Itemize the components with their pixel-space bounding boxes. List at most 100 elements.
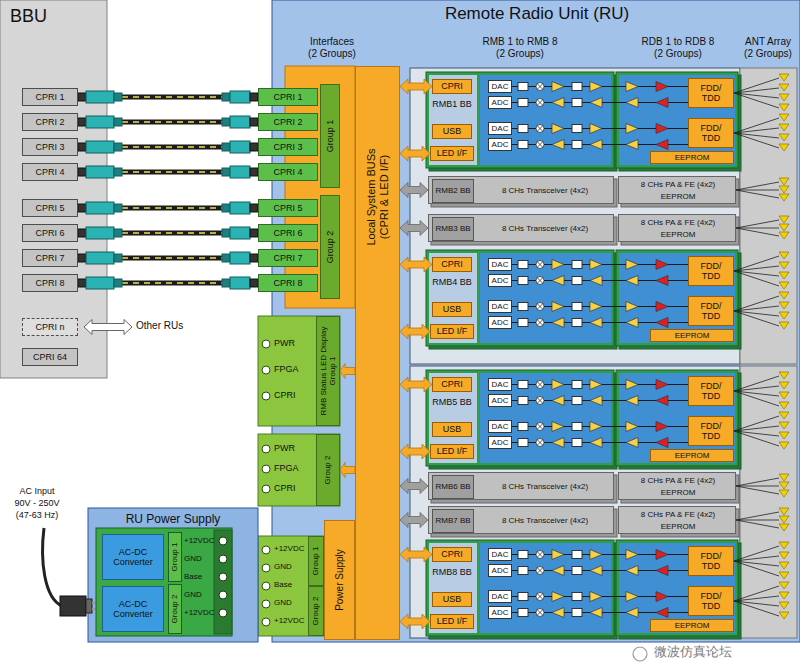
antenna-feed — [736, 486, 779, 494]
rotated-text: Group 2 — [311, 587, 320, 635]
power-supply-bus: Power Supply — [324, 520, 355, 640]
rdb-board: 8 CHs PA & FE (4x2)EEPROM — [618, 176, 736, 204]
frontend-area — [619, 543, 735, 633]
mixer-cross — [537, 610, 543, 616]
amplifier-symbol — [590, 608, 602, 618]
mixer-cross — [537, 552, 543, 558]
node-text: 8 CHs Transceiver (4x2) — [479, 516, 611, 525]
node-text: Group 2 — [323, 436, 332, 504]
rmb-board: RMB8 BBCPRIDACADCDACADCUSBLED I/F — [428, 542, 614, 634]
antenna-symbol — [779, 74, 789, 81]
indicator-dot — [262, 600, 270, 608]
antenna-symbol — [779, 542, 789, 549]
frontend-area — [619, 253, 735, 343]
eeprom-chip: EEPROM — [650, 449, 734, 462]
node-text: ADC — [491, 608, 509, 617]
rotated-text: Power Supply — [334, 522, 346, 638]
node-text: Remote Radio Unit (RU) — [362, 4, 712, 24]
mixer-cross — [537, 382, 543, 388]
amplifier-symbol — [626, 140, 638, 150]
fiber-boot — [114, 143, 122, 151]
node-text: USB — [435, 594, 469, 604]
cable-plug — [250, 204, 258, 212]
antenna-feed — [734, 118, 779, 133]
amplifier-symbol — [626, 566, 638, 576]
cable-plug — [78, 143, 86, 151]
bus-arrow — [400, 183, 428, 198]
power-supply-panel-fill — [88, 508, 258, 642]
fiber-connector — [86, 202, 114, 214]
antenna-feed — [734, 386, 779, 391]
cable-plug — [78, 254, 86, 262]
group-strip: Group 2 — [168, 584, 182, 634]
filter-symbol — [518, 609, 528, 617]
baseband-chip: RMB6 BB — [432, 475, 474, 499]
node-text: Group 2 — [325, 197, 335, 297]
node-text: BBU — [10, 6, 80, 27]
antenna-feed — [734, 426, 779, 431]
mixer-symbol — [536, 261, 544, 269]
indicator-dot — [262, 546, 270, 554]
node-text: +12VDC — [184, 608, 216, 617]
mixer-cross — [537, 594, 543, 600]
mixer-symbol — [536, 381, 544, 389]
rotated-text: RMB Status LED DisplayGroup 1 — [319, 318, 337, 424]
filter-symbol — [572, 319, 582, 327]
antenna-feed — [734, 416, 779, 431]
duplexer: FDD/ TDD — [688, 296, 734, 326]
filter-symbol — [572, 99, 582, 107]
antenna-symbol — [779, 382, 789, 389]
usb-chip: USB — [432, 124, 472, 139]
filter-symbol — [518, 423, 528, 431]
node-text: FPGA — [274, 364, 314, 374]
adc-chip: ADC — [488, 564, 512, 577]
led-display-fill — [258, 434, 340, 506]
antenna-symbol — [779, 224, 789, 231]
eeprom-chip: EEPROM — [650, 151, 734, 164]
group-strip: Group 1 — [168, 532, 182, 582]
power-amplifier-symbol — [656, 396, 668, 406]
fiber-boot — [222, 118, 230, 126]
bus-arrow — [340, 463, 355, 478]
bus-arrow — [400, 547, 432, 562]
antenna-feed — [734, 306, 779, 311]
dac-chip: DAC — [488, 258, 512, 271]
fiber-boot — [114, 93, 122, 101]
indicator-dot — [262, 582, 270, 590]
antenna-symbol — [779, 94, 789, 101]
cpri-chip: CPRI — [432, 547, 472, 562]
mixer-cross — [537, 278, 543, 284]
cable-plug — [78, 229, 86, 237]
bus-arrow — [400, 221, 428, 236]
adc-chip: ADC — [488, 138, 512, 151]
watermark: 微波仿真论坛 — [654, 645, 794, 660]
transceiver-area — [480, 253, 611, 343]
group-strip: RMB Status LED DisplayGroup 1 — [316, 316, 340, 426]
antenna-symbol — [779, 232, 789, 239]
terminal-screw — [219, 591, 227, 599]
rotated-text: Group 2 — [170, 585, 179, 633]
mixer-cross — [537, 424, 543, 430]
node-text: FDD/ TDD — [691, 551, 731, 572]
cable-plug — [250, 279, 258, 287]
node-text: PWR — [274, 338, 314, 348]
antenna-feed — [734, 271, 779, 286]
node-text: EEPROM — [623, 522, 733, 531]
board-shadow — [429, 543, 617, 639]
mixer-cross — [537, 552, 543, 558]
power-plug — [60, 596, 86, 616]
node-text: CPRI 2 — [261, 117, 315, 127]
eeprom-chip: EEPROM — [650, 329, 734, 342]
amplifier-symbol — [626, 380, 638, 390]
board-shadow — [619, 543, 741, 639]
antenna-symbol — [779, 474, 789, 481]
antenna-symbol — [779, 312, 789, 319]
node-text: Group 1 — [311, 537, 320, 585]
antenna-feed — [734, 256, 779, 271]
node-text: CPRI 64 — [25, 352, 75, 362]
fiber-connector — [230, 91, 250, 103]
node-text: ANT Array (2 Groups) — [742, 36, 794, 59]
label-text: AC Input — [4, 486, 70, 496]
power-amplifier-symbol — [656, 140, 668, 150]
